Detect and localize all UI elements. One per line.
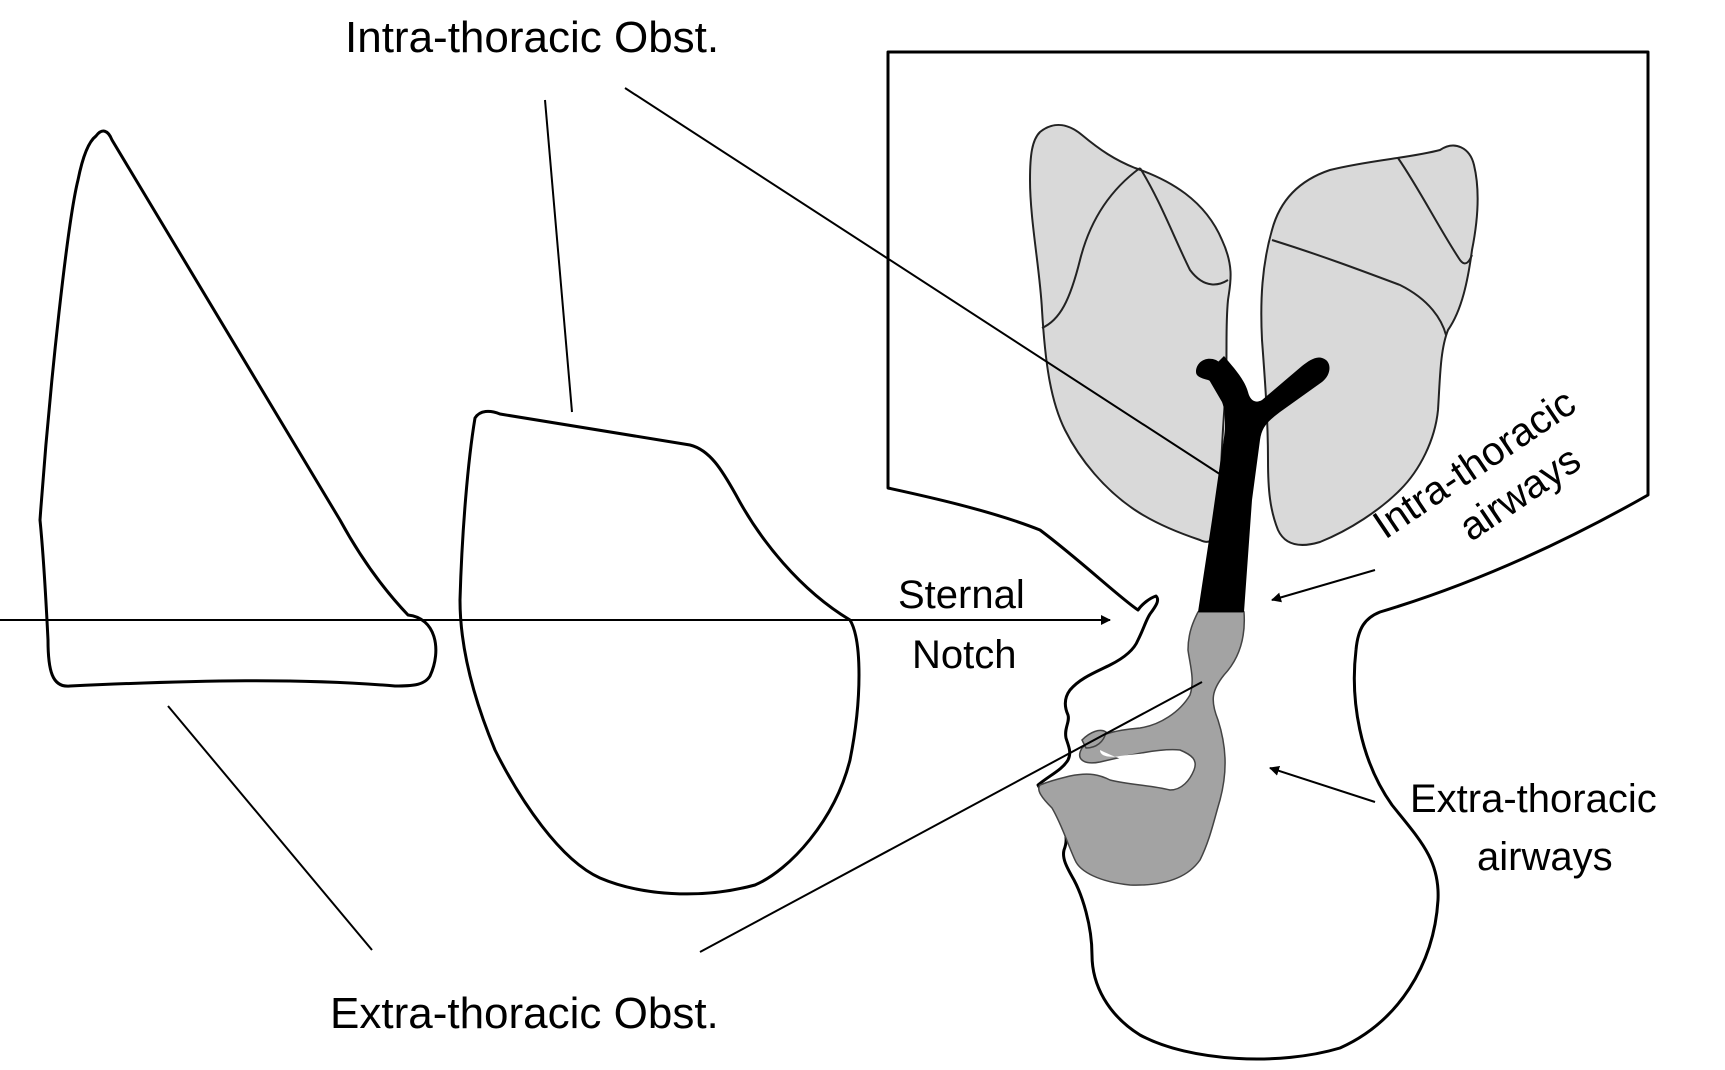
intra-obst-leader-to-trachea [624,87,1233,483]
right-lung-fissure-upper [1041,167,1141,329]
left-lung-fissure-upper [1397,157,1473,265]
extra-obst-leader-to-loop [167,705,373,951]
sternal-notch-label-line2: Notch [912,633,1017,677]
body-silhouette [886,50,1650,1061]
intra-thoracic-flow-volume-loop [458,409,861,896]
airway-cavity [1100,750,1187,772]
extra-thoracic-airways-label-line1: Extra-thoracic [1410,777,1657,821]
left-lung-fissure-lower [1271,239,1447,336]
extra-thoracic-obst-label: Extra-thoracic Obst. [330,989,719,1038]
extra-obst-leader-to-airway [699,681,1203,953]
extra-airways-arrow [1269,766,1376,803]
sternal-notch-label-line1: Sternal [898,573,1025,617]
extra-thoracic-airways-label-line2: airways [1477,835,1613,879]
right-lung [1029,124,1232,543]
right-lung-fissure-lower [1139,167,1229,286]
left-bronchus-cap [1196,358,1232,386]
extra-thoracic-flow-volume-loop [38,129,438,688]
trachea-and-bronchi [1198,356,1330,612]
intra-airways-arrow [1271,569,1376,603]
extra-thoracic-airway [1038,611,1246,886]
intra-obst-leader-to-loop [544,99,573,413]
intra-thoracic-obst-label: Intra-thoracic Obst. [345,13,719,62]
